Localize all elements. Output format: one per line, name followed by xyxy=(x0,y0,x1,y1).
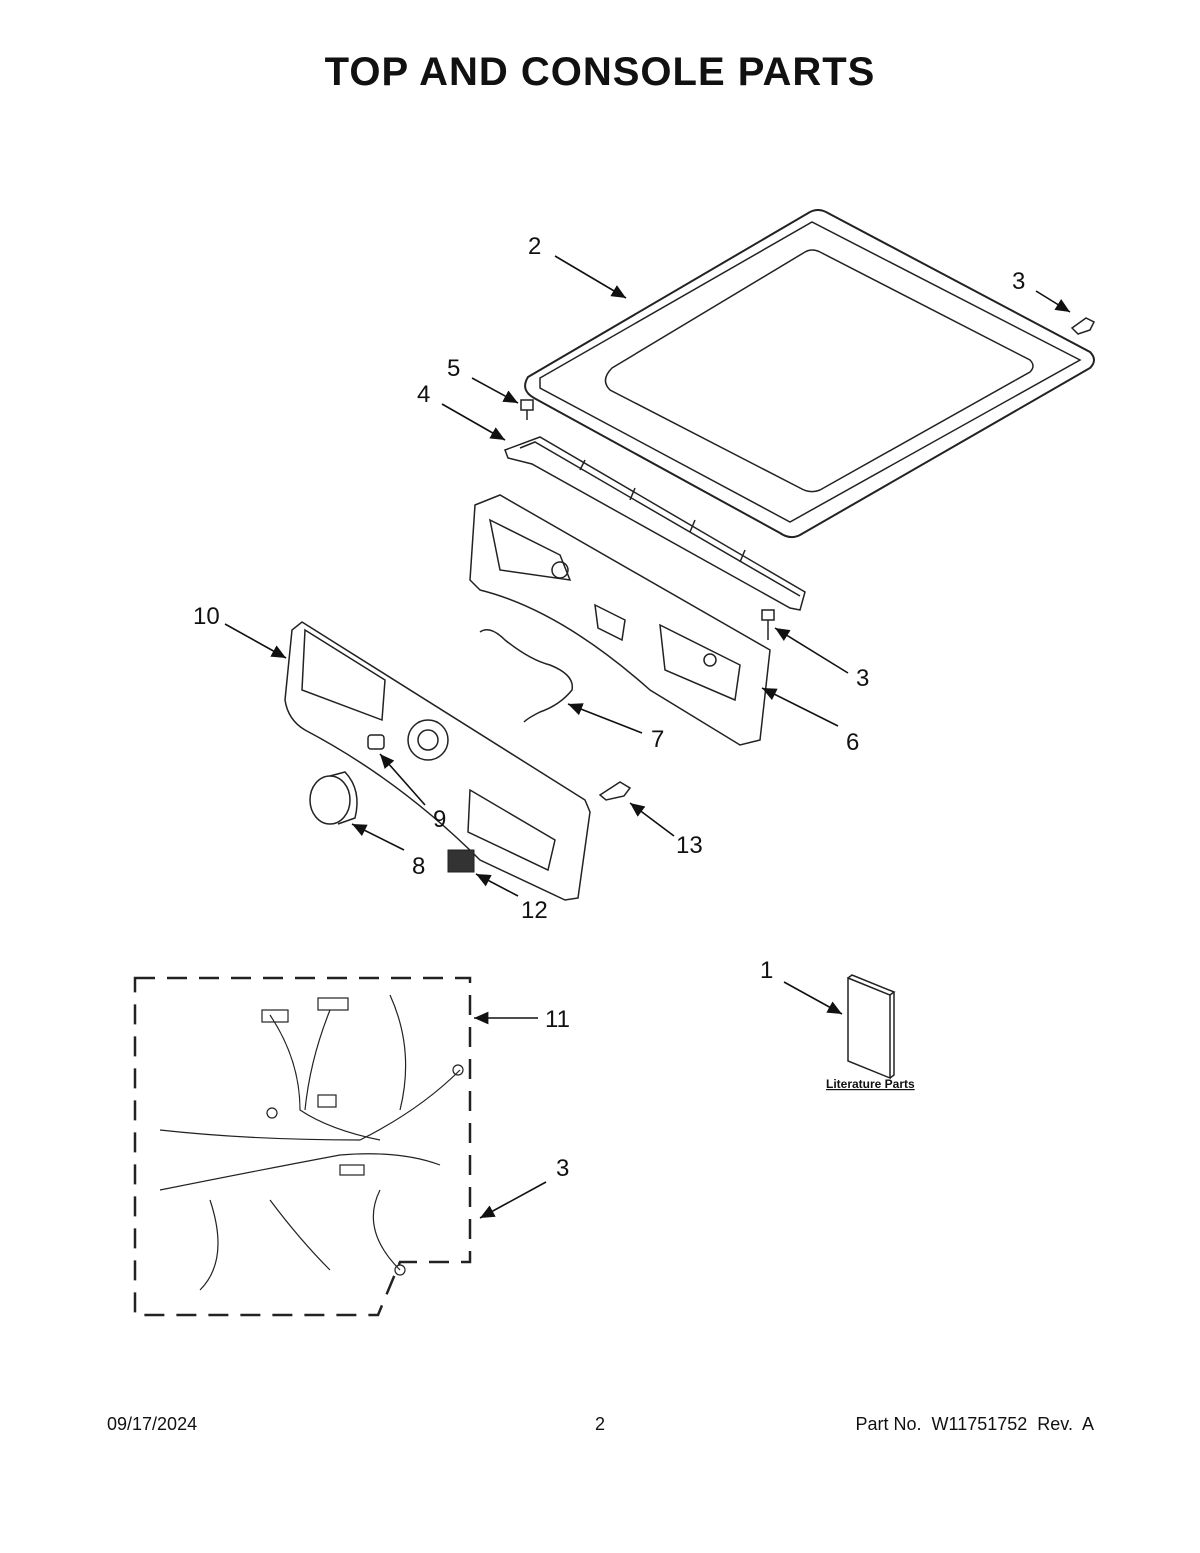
footer-page-number: 2 xyxy=(594,1414,605,1434)
screw-drawing-bracket xyxy=(520,399,534,420)
page-title: TOP AND CONSOLE PARTS xyxy=(324,50,876,94)
wire-harness-drawing xyxy=(133,976,472,1317)
screw-drawing-front xyxy=(598,781,632,801)
knob-insert-drawing xyxy=(367,734,385,750)
callout-8: 8 xyxy=(412,853,425,880)
callout-leaders xyxy=(224,255,1071,1219)
callout-7: 7 xyxy=(651,726,664,753)
callout-2: 2 xyxy=(528,233,541,260)
knob-drawing xyxy=(309,771,358,825)
console-rear-panel-drawing xyxy=(469,494,771,746)
screw-drawing-console xyxy=(761,609,775,640)
footer-part-info: Part No. W11751752 Rev. A xyxy=(855,1414,1094,1434)
callout-3-console: 3 xyxy=(856,665,869,692)
label-drawing xyxy=(447,849,475,873)
literature-parts-label: Literature Parts xyxy=(826,1077,915,1091)
console-bracket-drawing xyxy=(504,436,806,611)
ground-wire-drawing xyxy=(479,629,574,723)
callout-4: 4 xyxy=(417,381,430,408)
callout-11: 11 xyxy=(545,1006,570,1033)
screw-drawing-top xyxy=(1070,317,1096,335)
callout-5: 5 xyxy=(447,355,460,382)
callout-9: 9 xyxy=(433,806,446,833)
callout-1: 1 xyxy=(760,957,773,984)
callout-13: 13 xyxy=(676,832,703,859)
callout-6: 6 xyxy=(846,729,859,756)
literature-book-drawing xyxy=(847,974,896,1080)
callout-3-harness: 3 xyxy=(556,1155,569,1182)
callout-12: 12 xyxy=(521,897,548,924)
top-panel-drawing xyxy=(524,209,1095,539)
callout-3-top: 3 xyxy=(1012,268,1025,295)
callout-10: 10 xyxy=(193,603,220,630)
console-front-drawing xyxy=(284,621,591,901)
footer-date: 09/17/2024 xyxy=(107,1414,198,1434)
